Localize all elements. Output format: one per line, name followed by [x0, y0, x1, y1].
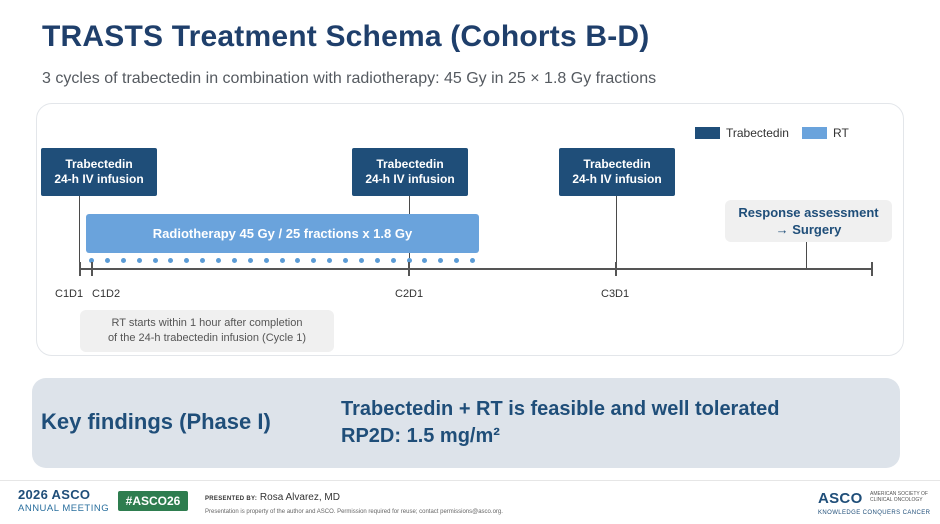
trabectedin-box-line1: Trabectedin	[65, 157, 133, 171]
rt-fraction-dot	[327, 258, 333, 263]
society-line2: CLINICAL ONCOLOGY	[870, 497, 923, 503]
slide-title: TRASTS Treatment Schema (Cohorts B-D)	[42, 20, 650, 53]
rt-fraction-dot	[311, 258, 317, 263]
legend-swatch-rt	[802, 127, 827, 139]
legend-label-rt: RT	[833, 126, 849, 140]
meeting-year: 2026 ASCO	[18, 487, 91, 502]
connector-line-c1d1	[79, 196, 80, 266]
footer-divider	[0, 480, 940, 481]
meeting-name: ANNUAL MEETING	[18, 503, 110, 514]
rt-fraction-dot	[390, 258, 396, 263]
timeline-axis	[80, 268, 873, 270]
trabectedin-box-line2: 24-h IV infusion	[365, 172, 455, 186]
rt-fraction-dot	[263, 258, 269, 263]
timepoint-label-c3d1: C3D1	[601, 288, 630, 300]
rt-start-note-line2: of the 24-h trabectedin infusion (Cycle …	[107, 332, 307, 344]
legend-item-rt: RT	[802, 126, 849, 140]
rt-fraction-dot	[200, 258, 206, 263]
timepoint-label-c2d1: C2D1	[395, 288, 424, 300]
trabectedin-box-line1: Trabectedin	[583, 157, 651, 171]
timepoint-label-c1d2: C1D2	[92, 288, 121, 300]
timepoint-label-c1d1: C1D1	[55, 288, 84, 300]
slide-subtitle: 3 cycles of trabectedin in combination w…	[42, 70, 657, 87]
trabectedin-box-line2: 24-h IV infusion	[572, 172, 662, 186]
timeline-tick-end	[871, 262, 873, 276]
society-line1: AMERICAN SOCIETY OF	[870, 491, 928, 497]
asco-logo-text: ASCO	[818, 490, 863, 507]
trabectedin-box-c1d1: Trabectedin 24-h IV infusion	[41, 148, 157, 196]
radiotherapy-bar: Radiotherapy 45 Gy / 25 fractions x 1.8 …	[86, 214, 479, 253]
key-findings-panel	[32, 378, 900, 468]
timeline-tick-c1d2	[91, 262, 93, 276]
response-assessment-line1: Response assessment	[738, 205, 879, 220]
timeline-tick-c1d1	[79, 262, 81, 276]
rt-fraction-dot	[438, 258, 444, 263]
connector-line-c3d1	[616, 196, 617, 266]
disclaimer-text: Presentation is property of the author a…	[205, 509, 503, 515]
rt-fraction-dot	[247, 258, 253, 263]
rt-fraction-dot	[295, 258, 301, 263]
asco-annual-meeting-logo: 2026 ASCO ANNUAL MEETING	[18, 488, 109, 516]
tagline: KNOWLEDGE CONQUERS CANCER	[818, 510, 931, 516]
key-findings-line1: Trabectedin + RT is feasible and well to…	[341, 398, 780, 420]
radiotherapy-bar-label: Radiotherapy 45 Gy / 25 fractions x 1.8 …	[152, 226, 413, 241]
key-findings-text: Trabectedin + RT is feasible and well to…	[341, 396, 779, 450]
rt-fraction-dot	[104, 258, 110, 263]
rt-fraction-dot	[454, 258, 460, 263]
trabectedin-box-line1: Trabectedin	[376, 157, 444, 171]
key-findings-line2: RP2D: 1.5 mg/m²	[341, 425, 500, 447]
presented-by: PRESENTED BY: Rosa Alvarez, MD	[205, 492, 340, 503]
rt-fraction-dot	[470, 258, 475, 263]
presenter-name: Rosa Alvarez, MD	[259, 492, 340, 503]
legend-swatch-trabectedin	[695, 127, 720, 139]
trabectedin-box-line2: 24-h IV infusion	[54, 172, 144, 186]
rt-fraction-dot	[374, 258, 380, 263]
trabectedin-box-c2d1: Trabectedin 24-h IV infusion	[352, 148, 468, 196]
connector-line-response	[806, 242, 807, 268]
key-findings-label: Key findings (Phase I)	[41, 409, 271, 434]
rt-fraction-dot	[343, 258, 348, 263]
hashtag-badge: #ASCO26	[118, 491, 188, 511]
rt-fraction-dot	[279, 258, 285, 263]
legend-item-trabectedin: Trabectedin	[695, 126, 789, 140]
rt-fraction-dot	[168, 258, 174, 263]
trabectedin-box-c3d1: Trabectedin 24-h IV infusion	[559, 148, 675, 196]
rt-fraction-dot	[136, 258, 142, 263]
rt-start-note: RT starts within 1 hour after completion…	[80, 310, 334, 352]
rt-fraction-dot	[152, 258, 158, 263]
response-assessment-box: Response assessment → Surgery	[725, 200, 892, 242]
legend-label-trabectedin: Trabectedin	[726, 126, 789, 140]
rt-start-note-line1: RT starts within 1 hour after completion	[111, 317, 303, 329]
rt-fraction-dot	[89, 258, 94, 263]
society-name: AMERICAN SOCIETY OF CLINICAL ONCOLOGY	[870, 491, 928, 503]
rt-fraction-dot	[216, 258, 221, 263]
rt-fraction-dot	[184, 258, 190, 263]
rt-fraction-dot	[231, 258, 237, 263]
timeline-tick-c2d1	[408, 262, 410, 276]
asco-society-logo: ASCO AMERICAN SOCIETY OF CLINICAL ONCOLO…	[818, 490, 930, 516]
response-assessment-line2: → Surgery	[775, 222, 842, 237]
timeline-tick-c3d1	[615, 262, 617, 276]
rt-fraction-dot	[120, 258, 126, 263]
rt-fraction-dot	[358, 258, 364, 263]
rt-fraction-dot	[406, 258, 412, 263]
rt-fraction-dot	[422, 258, 428, 263]
presented-by-label: PRESENTED BY:	[205, 496, 258, 502]
